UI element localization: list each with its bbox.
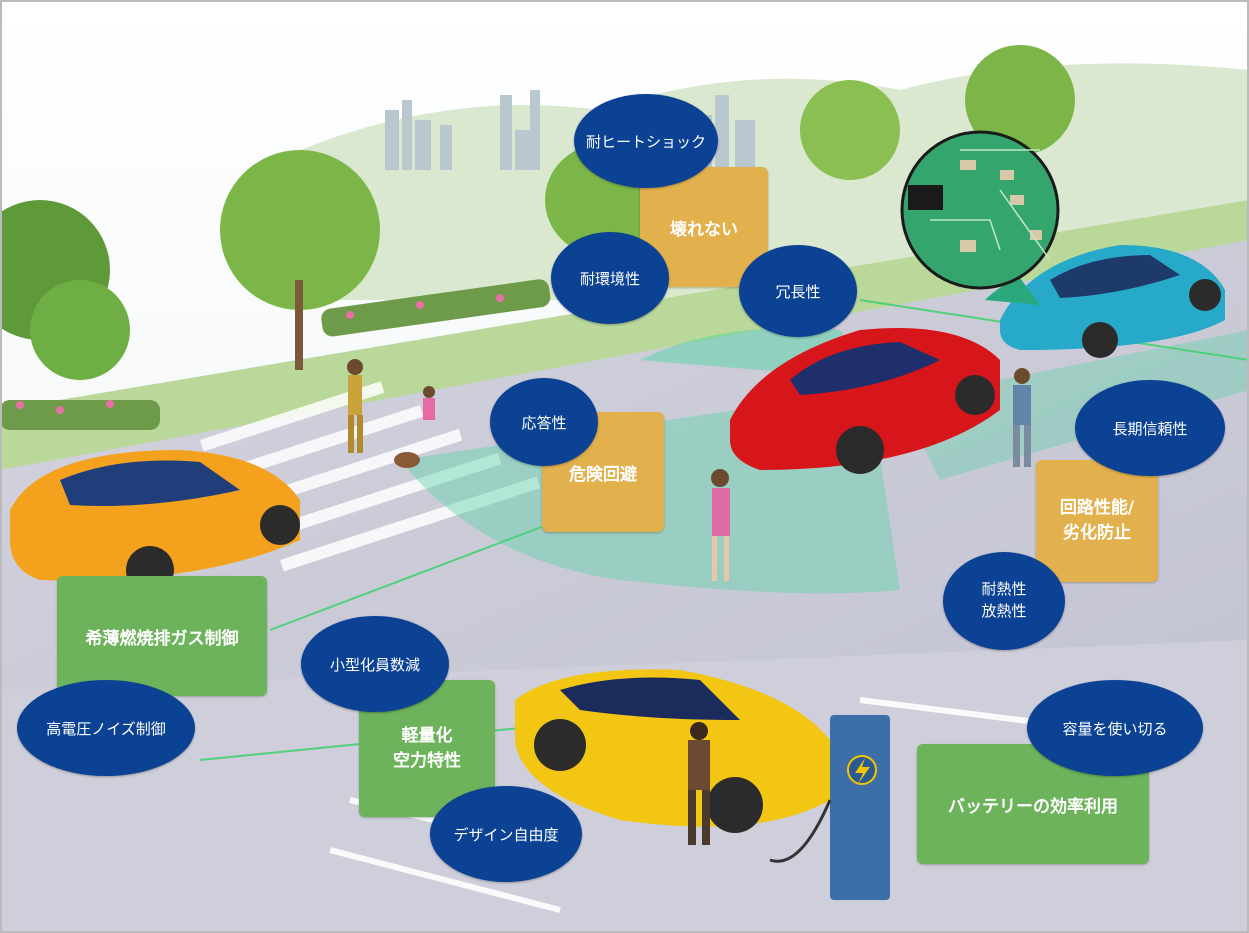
design-freedom-oval: デザイン自由度 [430, 786, 582, 882]
response-oval: 応答性 [490, 378, 598, 466]
circuit-board-magnifier [900, 130, 1060, 305]
pedestrians [347, 359, 1031, 845]
yellow-car [515, 669, 830, 833]
heat-resistance-oval: 耐熱性 放熱性 [943, 552, 1065, 650]
redundancy-oval: 冗長性 [739, 245, 857, 337]
lean-burn-box: 希薄燃焼排ガス制御 [57, 576, 267, 696]
circuit-performance-box: 回路性能/ 劣化防止 [1036, 460, 1158, 582]
lightning-bolt-icon [855, 758, 870, 784]
capacity-oval: 容量を使い切る [1027, 680, 1203, 776]
environment-resistance-oval: 耐環境性 [551, 232, 669, 324]
red-car [730, 328, 1000, 474]
blue-car [1000, 245, 1225, 358]
sensor-zone-right [900, 330, 1249, 480]
long-reliability-oval: 長期信頼性 [1075, 380, 1225, 476]
hv-noise-oval: 高電圧ノイズ制御 [17, 680, 195, 776]
heat-shock-oval: 耐ヒートショック [574, 94, 718, 188]
charging-station [769, 715, 890, 900]
downsize-oval: 小型化員数減 [301, 616, 449, 712]
flower-hedges [0, 279, 551, 430]
trees [0, 45, 1075, 380]
crosswalk [200, 381, 541, 572]
